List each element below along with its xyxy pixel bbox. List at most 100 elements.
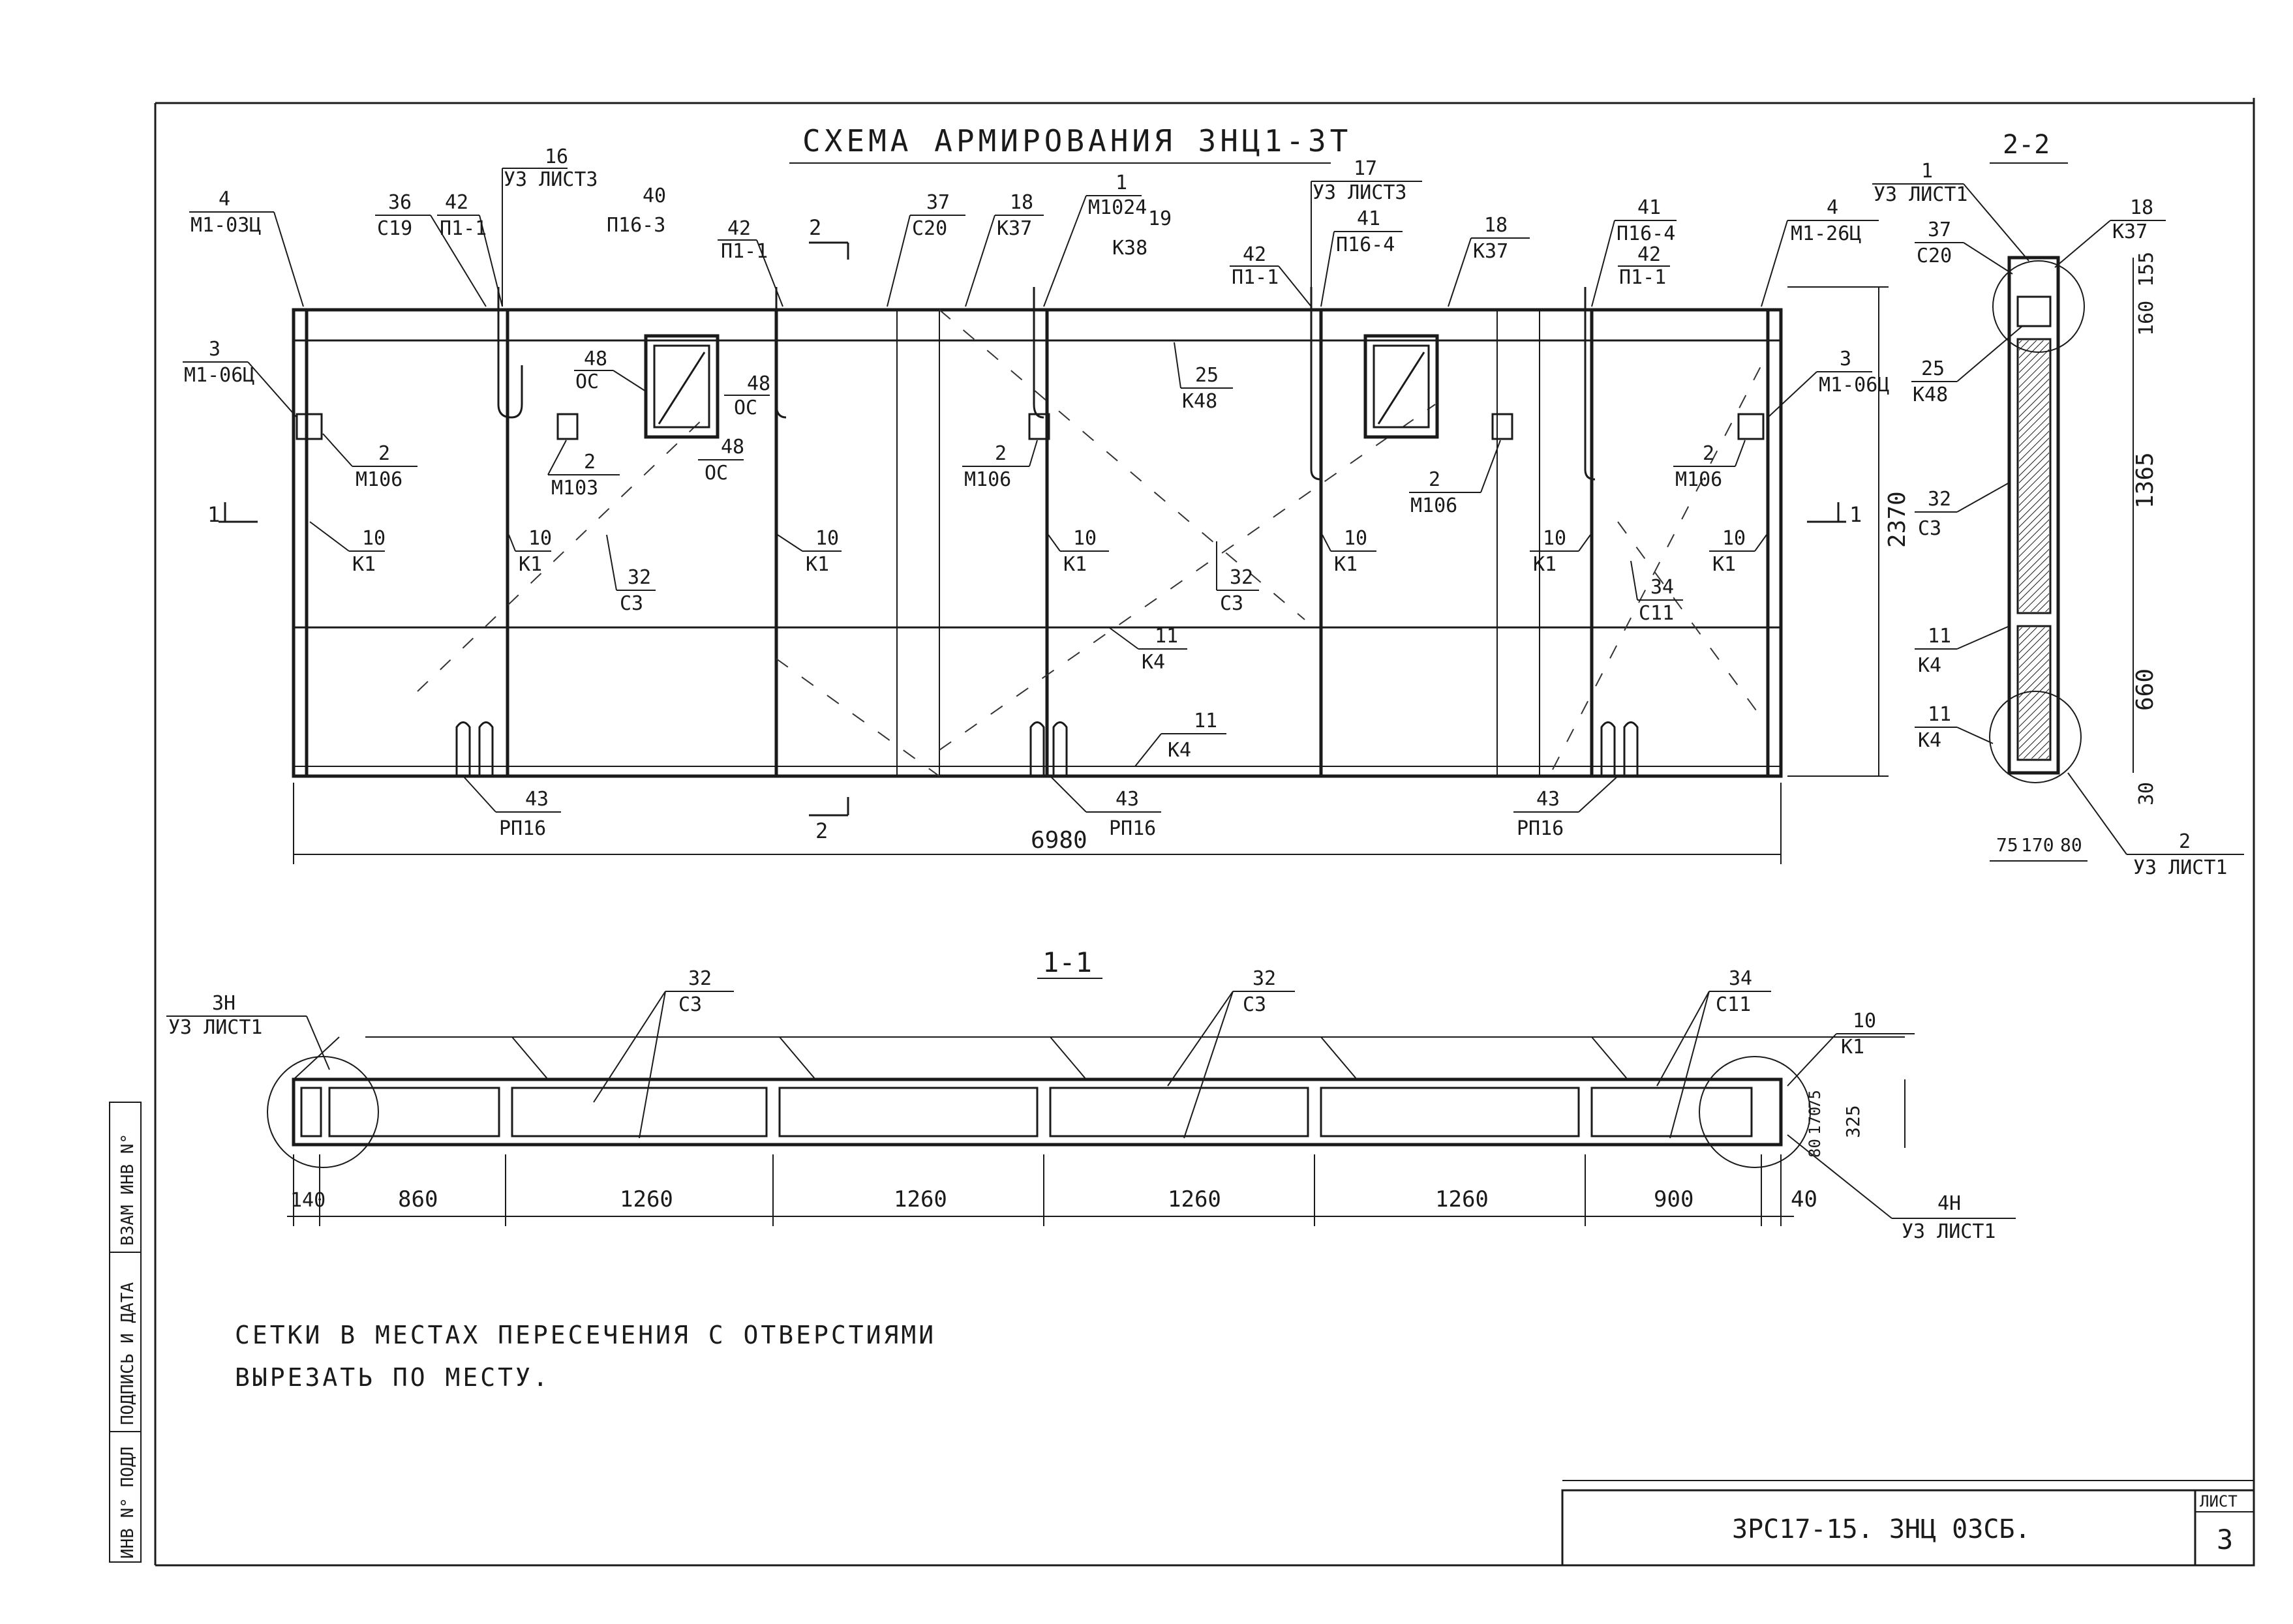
svg-text:32: 32 (1253, 967, 1276, 990)
svg-text:3Н: 3Н (212, 992, 235, 1015)
svg-text:К4: К4 (1918, 729, 1941, 752)
svg-text:25: 25 (1195, 364, 1219, 387)
svg-text:П16-3: П16-3 (607, 214, 665, 237)
svg-text:170: 170 (1806, 1107, 1824, 1135)
strip-label-sign: ПОДПИСЬ И ДАТА (118, 1282, 138, 1425)
svg-text:С11: С11 (1716, 993, 1751, 1016)
svg-text:34: 34 (1729, 967, 1752, 990)
section-mark-2-bottom: 2 (815, 819, 828, 843)
section-mark-1-right: 1 (1849, 502, 1862, 527)
svg-text:860: 860 (398, 1186, 438, 1212)
svg-text:37: 37 (926, 191, 950, 214)
strip-label-inv: ИНВ N° ПОДЛ (118, 1447, 138, 1559)
binding-strip: ИНВ N° ПОДЛ ПОДПИСЬ И ДАТА ВЗАМ ИНВ N° (109, 1102, 142, 1563)
svg-text:С3: С3 (1220, 592, 1243, 615)
svg-text:П1-1: П1-1 (721, 240, 768, 263)
svg-text:К1: К1 (1533, 553, 1557, 576)
svg-text:10: 10 (815, 527, 839, 550)
svg-text:К37: К37 (997, 217, 1032, 240)
sheet-number: 3 (2217, 1524, 2233, 1556)
svg-text:18: 18 (2130, 196, 2153, 219)
svg-text:3: 3 (209, 338, 220, 361)
svg-text:П16-4: П16-4 (1617, 222, 1675, 245)
svg-text:ОС: ОС (734, 397, 757, 419)
drawing-title: СХЕМА АРМИРОВАНИЯ ЗНЦ1-3Т (802, 123, 1352, 158)
elevation-view: 2370 6980 2 2 1 1 4М1-03Ц 3М1-06Ц 36С19 … (183, 145, 1911, 864)
svg-text:41: 41 (1637, 196, 1661, 219)
svg-text:4: 4 (1827, 196, 1838, 219)
svg-text:К48: К48 (1913, 383, 1948, 406)
svg-text:25: 25 (1921, 357, 1945, 380)
drawing-code: 3РС17-15. ЗНЦ 03СБ. (1732, 1514, 2031, 1544)
svg-text:С3: С3 (1243, 993, 1266, 1016)
svg-text:К4: К4 (1918, 654, 1941, 677)
section-2-2-title: 2-2 (2003, 130, 2050, 160)
svg-text:11: 11 (1194, 710, 1217, 732)
callout-label: 3М1-06Ц (1767, 348, 1889, 418)
svg-text:11: 11 (1928, 703, 1951, 726)
svg-text:К37: К37 (2112, 220, 2148, 243)
svg-text:10: 10 (528, 527, 552, 550)
svg-text:РП16: РП16 (1109, 817, 1156, 840)
svg-text:155: 155 (2135, 252, 2158, 287)
svg-text:С19: С19 (377, 217, 412, 240)
svg-text:М106: М106 (1675, 468, 1722, 491)
svg-text:325: 325 (1842, 1105, 1864, 1138)
svg-text:П1-1: П1-1 (440, 217, 487, 240)
svg-text:40: 40 (1791, 1186, 1817, 1212)
section-mark-1-left: 1 (207, 502, 220, 527)
svg-text:2: 2 (995, 442, 1007, 465)
svg-text:75: 75 (1806, 1090, 1824, 1109)
svg-text:П1-1: П1-1 (1619, 266, 1666, 289)
svg-text:С3: С3 (1918, 517, 1941, 540)
svg-text:1: 1 (1116, 172, 1127, 194)
section-2-2: 2-2 155 160 1365 660 30 75 170 80 1УЗ ЛИ… (1872, 130, 2244, 879)
svg-text:10: 10 (1853, 1010, 1876, 1032)
svg-text:4Н: 4Н (1937, 1192, 1961, 1215)
svg-text:УЗ ЛИСТ1: УЗ ЛИСТ1 (2133, 856, 2228, 879)
strip-label-vzam: ВЗАМ ИНВ N° (118, 1134, 138, 1246)
svg-text:М106: М106 (356, 468, 402, 491)
svg-text:УЗ ЛИСТ3: УЗ ЛИСТ3 (504, 168, 598, 191)
svg-text:75: 75 (1996, 834, 2018, 856)
svg-text:1365: 1365 (2132, 452, 2159, 509)
svg-text:2: 2 (378, 442, 390, 465)
svg-text:10: 10 (1073, 527, 1097, 550)
svg-text:140: 140 (290, 1189, 326, 1212)
svg-text:660: 660 (2132, 669, 2159, 711)
svg-text:УЗ ЛИСТ1: УЗ ЛИСТ1 (1874, 183, 1968, 206)
svg-text:42: 42 (727, 217, 751, 240)
svg-text:1260: 1260 (1168, 1186, 1221, 1212)
dim-height: 2370 (1884, 491, 1911, 548)
svg-text:К48: К48 (1182, 390, 1217, 413)
svg-text:900: 900 (1654, 1186, 1693, 1212)
svg-text:К37: К37 (1473, 240, 1508, 263)
svg-text:10: 10 (1543, 527, 1566, 550)
svg-text:1260: 1260 (894, 1186, 947, 1212)
svg-text:160: 160 (2135, 301, 2158, 336)
